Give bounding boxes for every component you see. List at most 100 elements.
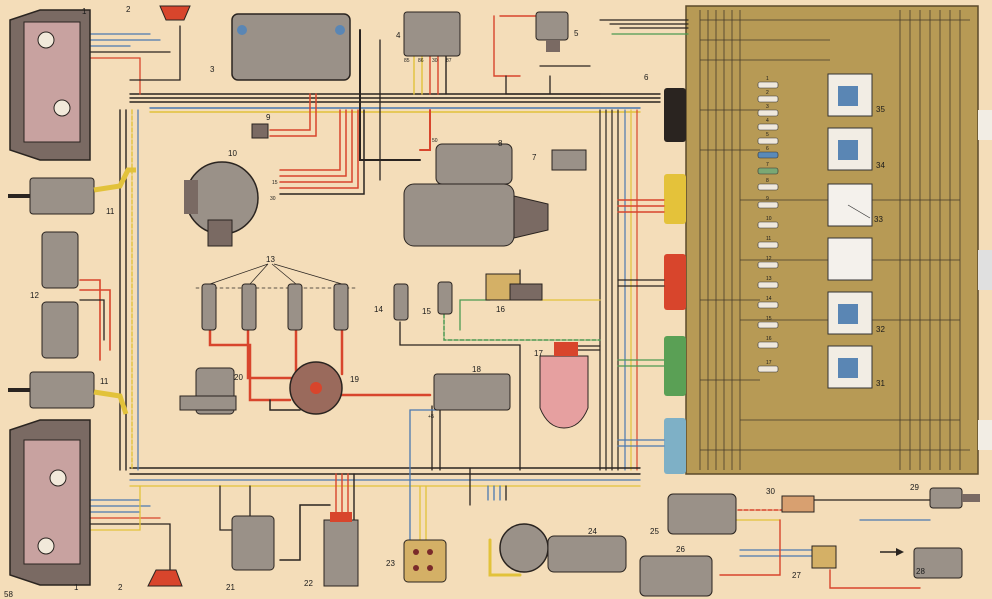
fuse: 17: [757, 360, 779, 373]
fog-lamp-upper: 11: [8, 167, 136, 216]
relay-35: 35: [827, 73, 885, 117]
generator-terminal-30: 30: [270, 196, 276, 202]
fuse: 11: [757, 236, 779, 249]
motor-26: 26: [639, 545, 713, 597]
ignition-module: 3: [210, 13, 351, 81]
fuse-number: 11: [766, 236, 771, 242]
label-24: 24: [588, 527, 597, 536]
regulator: 20: [179, 367, 243, 415]
relay-empty: [827, 237, 873, 281]
headlamp-lower: 1: [9, 419, 91, 592]
label-34: 34: [876, 161, 885, 170]
label-25: 25: [650, 527, 659, 536]
switch-27: 27: [792, 545, 837, 580]
fuse: 9: [757, 196, 779, 209]
label-21: 21: [226, 583, 235, 592]
fuse-number: 12: [766, 256, 772, 262]
label-11-top: 11: [106, 207, 115, 216]
fuse-column: 1 2 3 4 5 6 7 8 9 10 11 12 13 14 15 16 1…: [757, 76, 779, 373]
resistor-30: 30: [766, 487, 815, 513]
relay-34: 34: [827, 127, 885, 171]
label-16: 16: [496, 305, 505, 314]
fuse: 14: [757, 296, 779, 309]
fuse: 8: [757, 178, 779, 191]
fuse: 10: [757, 216, 779, 229]
label-4: 4: [396, 31, 401, 40]
headlamp-upper: 1: [9, 7, 91, 161]
label-9: 9: [266, 113, 271, 122]
fuse-number: 1: [766, 76, 769, 82]
coil-terminal: +Б: [428, 414, 435, 420]
fuse-number: 7: [766, 162, 769, 168]
label-27: 27: [792, 571, 801, 580]
fuse-number: 14: [766, 296, 772, 302]
label-13: 13: [266, 255, 275, 264]
pin-86: 86: [418, 58, 424, 64]
fuse-box-connectors: [664, 88, 992, 474]
fuse-number: 3: [766, 104, 769, 110]
fuse-number: 13: [766, 276, 772, 282]
fuse-number: 15: [766, 316, 772, 322]
label-33: 33: [874, 215, 883, 224]
sensor-28: 28: [880, 547, 963, 579]
fuse: 5: [757, 132, 779, 145]
fuse: 3: [757, 104, 779, 117]
pin-85: 85: [404, 58, 410, 64]
relay-switch-5: 5: [535, 11, 579, 52]
label-32: 32: [876, 325, 885, 334]
relay-21: 21: [226, 515, 275, 592]
label-26: 26: [676, 545, 685, 554]
label-11-bottom: 11: [100, 377, 109, 386]
spark-plugs: 13: [201, 255, 349, 331]
page-number: 58: [4, 590, 13, 599]
sensor-14: 14: [374, 283, 409, 321]
fuse: 1: [757, 76, 779, 89]
fuse-number: 9: [766, 196, 769, 202]
label-30: 30: [766, 487, 775, 496]
label-20: 20: [234, 373, 243, 382]
label-10: 10: [228, 149, 237, 158]
oil-sensor: 9: [251, 113, 271, 139]
wiper-washer: 17: [534, 342, 589, 429]
label-5: 5: [574, 29, 579, 38]
fuse: 7: [757, 162, 779, 175]
starter: 8 50: [403, 138, 549, 247]
label-35: 35: [876, 105, 885, 114]
label-19: 19: [350, 375, 359, 384]
sensor-15: 15: [422, 281, 453, 316]
fuse-number: 8: [766, 178, 769, 184]
washer-pump: 25: [650, 493, 737, 536]
label-17: 17: [534, 349, 543, 358]
generator: 10 30 15: [184, 149, 278, 247]
label-23: 23: [386, 559, 395, 568]
fog-lamp-lower: 11: [8, 371, 129, 415]
fuse-number: 10: [766, 216, 772, 222]
label-18: 18: [472, 365, 481, 374]
carburetor-valve: 16: [485, 273, 543, 314]
label-15: 15: [422, 307, 431, 316]
sensor-29: 29: [910, 483, 980, 509]
label-1-bottom: 1: [74, 583, 79, 592]
label-2-top: 2: [126, 5, 131, 14]
fuse: 12: [757, 256, 779, 269]
relay-33: 33: [827, 183, 883, 227]
pin-30: 30: [432, 58, 438, 64]
relay-top: 4 85 86 30 87: [396, 11, 461, 64]
label-22: 22: [304, 579, 313, 588]
horn-switch-lower: 2: [118, 569, 183, 592]
fuse-number: 4: [766, 118, 769, 124]
label-14: 14: [374, 305, 383, 314]
fuse-number: 6: [766, 146, 769, 152]
fuse-number: 16: [766, 336, 772, 342]
label-1-top: 1: [82, 7, 87, 16]
fuse: 13: [757, 276, 779, 289]
fuse: 2: [757, 90, 779, 103]
fuse-number: 5: [766, 132, 769, 138]
label-31: 31: [876, 379, 885, 388]
connector-22: 22: [304, 512, 359, 588]
fuse: 15: [757, 316, 779, 329]
label-6: 6: [644, 73, 649, 82]
fuse-number: 17: [766, 360, 772, 366]
